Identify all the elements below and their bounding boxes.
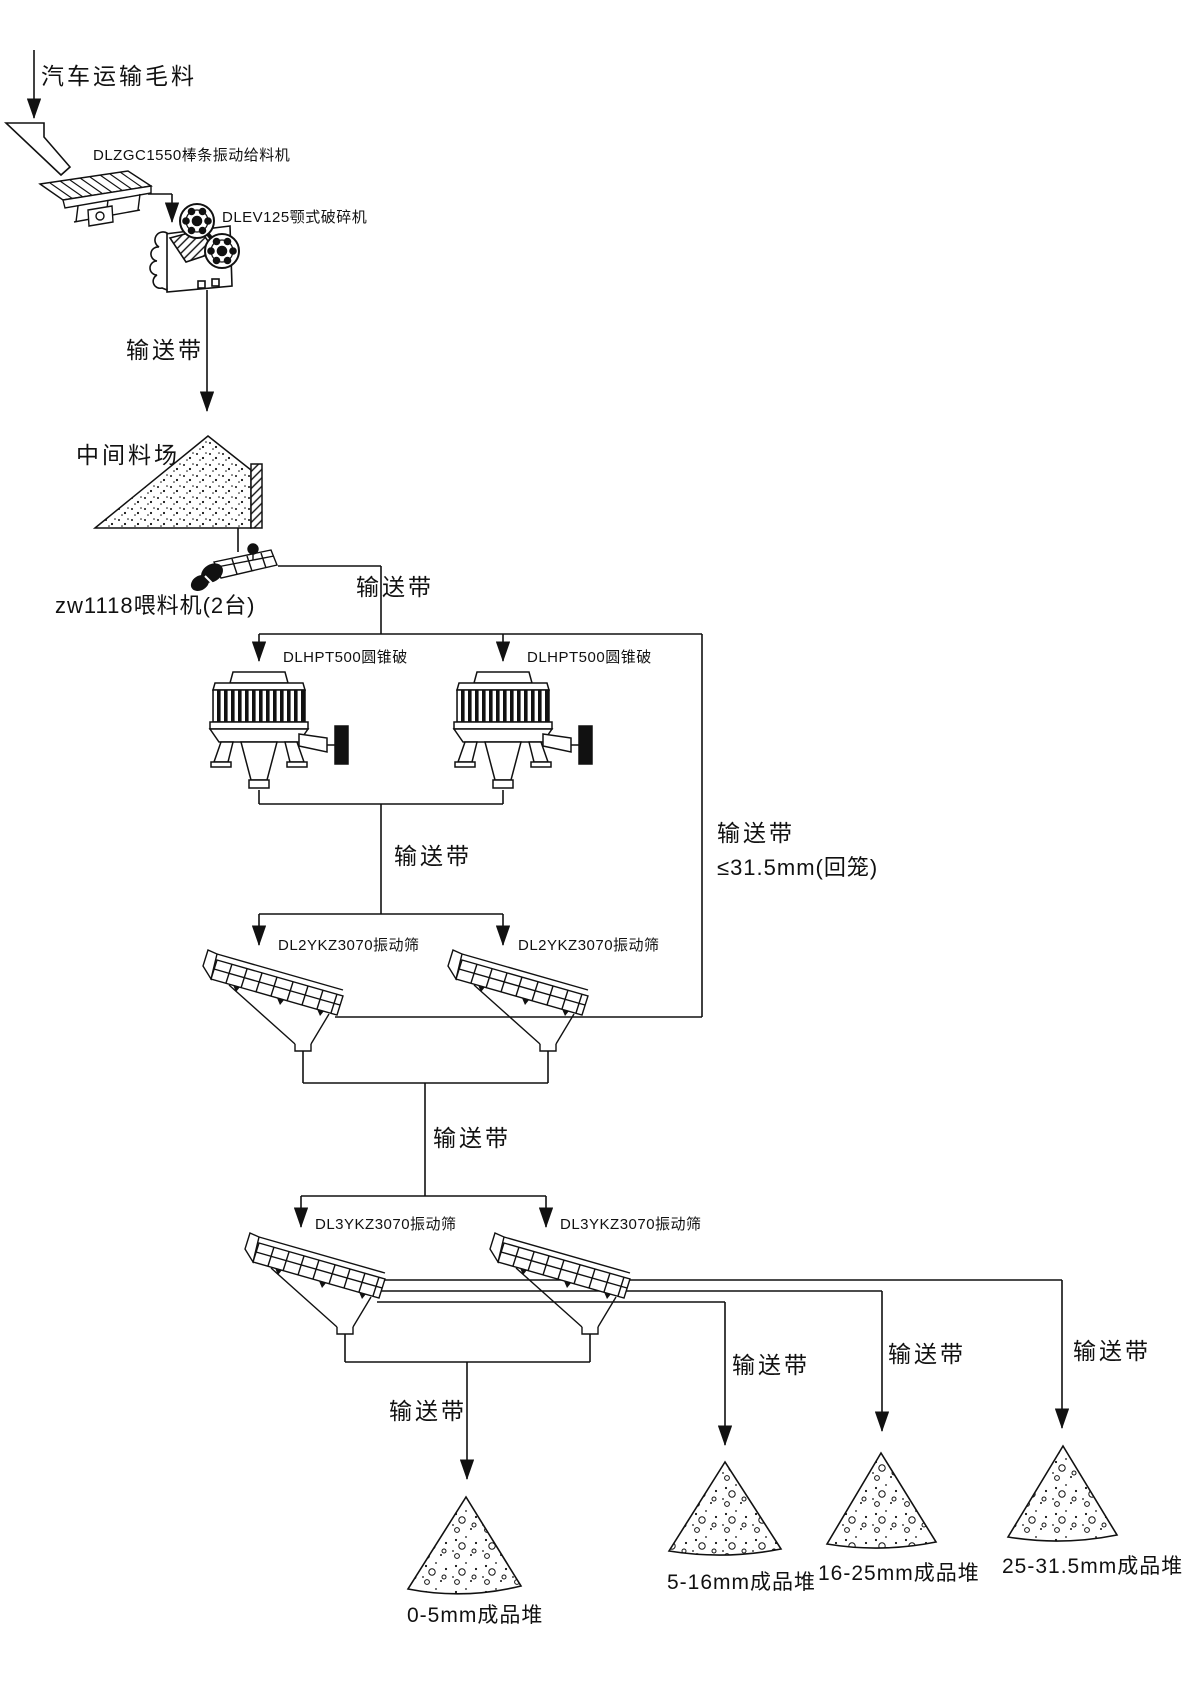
label-screen-2yk-2: DL2YKZ3070振动筛	[518, 937, 660, 954]
vibrating-screen-drawing-4	[489, 1232, 631, 1335]
label-conveyor-7: 输送带	[888, 1341, 966, 1367]
stockpile-drawing	[92, 435, 263, 529]
cone-crusher-drawing-2	[453, 671, 593, 789]
label-return-spec: ≤31.5mm(回笼)	[717, 855, 879, 880]
jaw-crusher-drawing	[149, 203, 240, 293]
label-screen-3yk-2: DL3YKZ3070振动筛	[560, 1216, 702, 1233]
retaining-wall	[250, 463, 263, 529]
label-jaw-crusher: DLEV125颚式破碎机	[222, 209, 368, 226]
label-stockpile: 中间料场	[76, 442, 180, 468]
label-conveyor-3: 输送带	[394, 843, 472, 869]
label-conveyor-2: 输送带	[356, 574, 434, 600]
label-cone-crusher-1: DLHPT500圆锥破	[283, 649, 408, 666]
zw-feeder-drawing	[190, 543, 278, 591]
cone-crusher-drawing-1	[209, 671, 349, 789]
label-raw-material: 汽车运输毛料	[41, 63, 197, 89]
vibrating-screen-drawing-1	[202, 949, 344, 1052]
flow-lines	[26, 50, 1070, 1481]
label-pile-0-5: 0-5mm成品堆	[407, 1604, 544, 1627]
vibrating-screen-drawing-2	[447, 949, 589, 1052]
label-conveyor-1: 输送带	[126, 337, 204, 363]
product-pile-16-25	[825, 1451, 938, 1549]
label-grizzly-feeder: DLZGC1550棒条振动给料机	[93, 147, 291, 164]
flywheel-icon	[179, 203, 215, 239]
label-conveyor-5: 输送带	[389, 1398, 467, 1424]
label-conveyor-6: 输送带	[732, 1352, 810, 1378]
label-screen-2yk-1: DL2YKZ3070振动筛	[278, 937, 420, 954]
label-conveyor-8: 输送带	[1073, 1338, 1151, 1364]
product-pile-0-5	[406, 1495, 523, 1595]
feed-hopper-drawing	[3, 122, 72, 177]
label-cone-crusher-2: DLHPT500圆锥破	[527, 649, 652, 666]
flywheel-icon	[204, 233, 240, 269]
label-screen-3yk-1: DL3YKZ3070振动筛	[315, 1216, 457, 1233]
label-conveyor-4: 输送带	[433, 1125, 511, 1151]
vibrating-screen-drawing-3	[244, 1232, 386, 1335]
label-zw-feeder: zw1118喂料机(2台)	[55, 593, 256, 618]
label-return-conveyor: 输送带	[717, 820, 795, 846]
product-pile-25-31-5	[1006, 1444, 1119, 1542]
product-pile-5-16	[667, 1460, 783, 1556]
label-pile-25-31-5: 25-31.5mm成品堆	[1002, 1555, 1184, 1578]
label-pile-16-25: 16-25mm成品堆	[818, 1562, 980, 1585]
grizzly-feeder-drawing	[38, 170, 153, 227]
label-pile-5-16: 5-16mm成品堆	[667, 1571, 817, 1594]
